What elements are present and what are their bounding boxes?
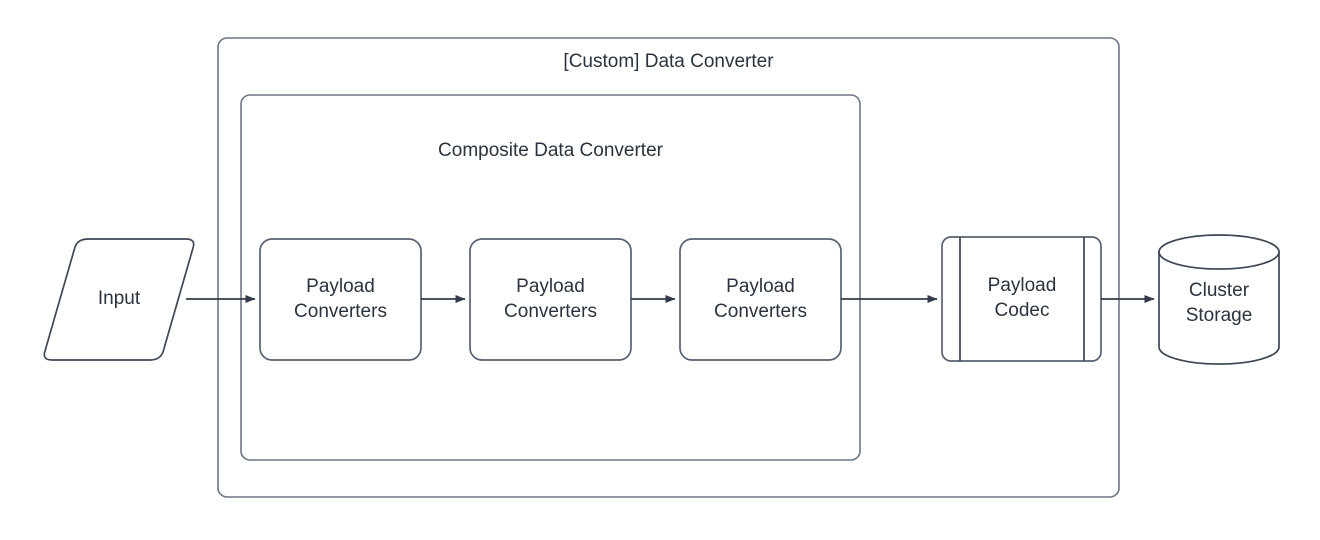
node-payload-converters-3-shape[interactable] [679,238,842,361]
node-payload-converters-2-shape[interactable] [469,238,632,361]
node-payload-converters-1-shape[interactable] [259,238,422,361]
container-custom-data-converter-title: [Custom] Data Converter [563,51,774,72]
node-input-shape[interactable] [43,238,195,361]
container-composite-data-converter-title: Composite Data Converter [438,140,663,161]
node-payload-codec-shape[interactable] [941,236,1102,362]
node-cluster-storage-shape[interactable] [1158,234,1280,365]
